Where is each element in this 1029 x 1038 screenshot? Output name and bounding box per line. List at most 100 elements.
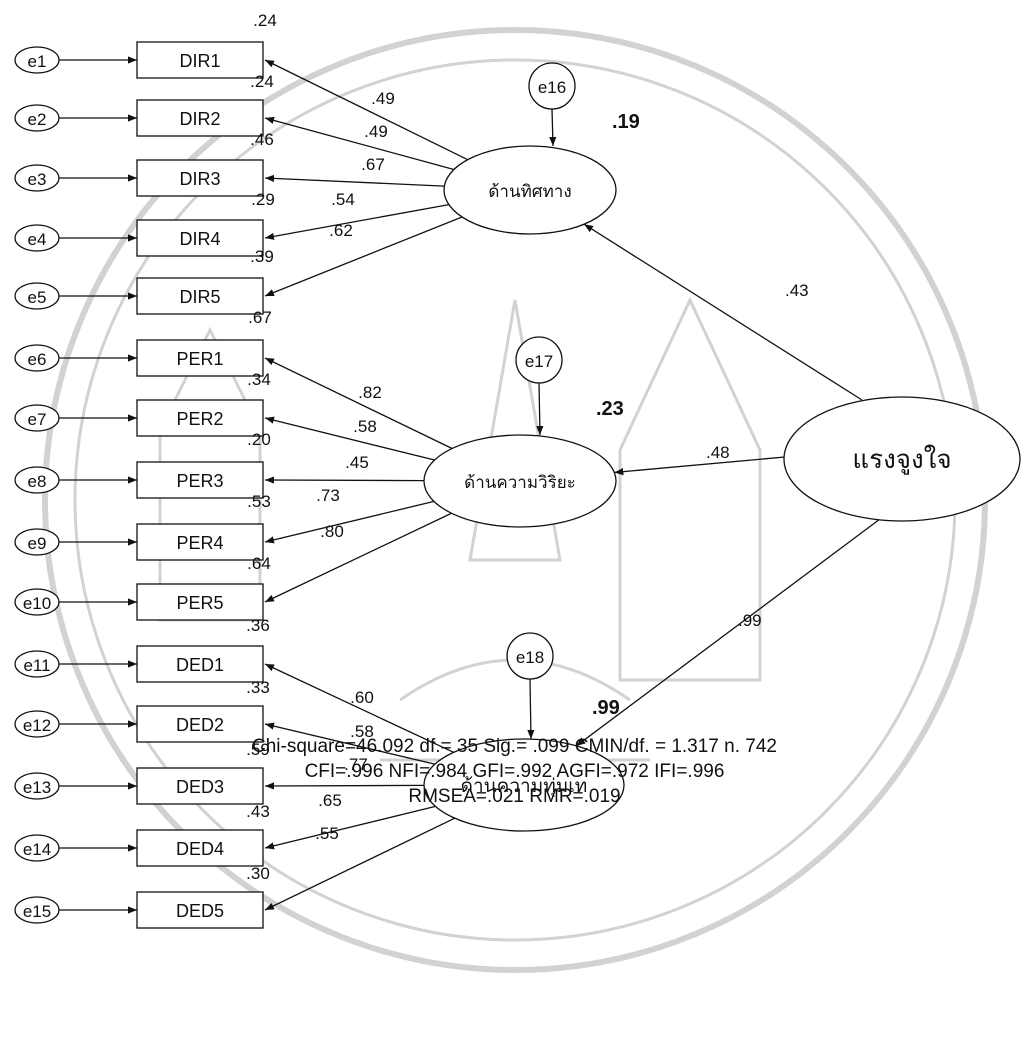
error-term-e13 <box>14 772 60 800</box>
error-term-e2 <box>14 104 60 132</box>
error-term-e15 <box>14 896 60 924</box>
indicator-r2-dir5: .39 <box>250 247 274 266</box>
error-label-e5: e5 <box>28 288 47 307</box>
indicator-r2-ded1: .36 <box>246 616 270 635</box>
indicator-box-per1 <box>136 339 264 377</box>
indicator-box-dir3 <box>136 159 264 197</box>
factor-r2-2: .23 <box>596 398 624 420</box>
indicator-box-per4 <box>136 523 264 561</box>
indicator-r2-ded3: .59 <box>246 740 270 759</box>
error-term-e12 <box>14 710 60 738</box>
error-label-e7: e7 <box>28 410 47 429</box>
loading-arrow-per1 <box>264 357 453 450</box>
indicator-label-per4: PER4 <box>176 533 223 553</box>
indicator-r2-dir4: .29 <box>251 190 275 209</box>
loading-label-dir4: .54 <box>331 190 355 209</box>
indicator-r2-ded5: .30 <box>246 864 270 883</box>
indicator-label-ded3: DED3 <box>176 777 224 797</box>
factor-r2-3: .99 <box>592 697 620 719</box>
indicator-label-dir1: DIR1 <box>179 51 220 71</box>
loading-label-ded1: .60 <box>350 688 374 707</box>
error-term-e17 <box>515 336 563 384</box>
factor-ellipse-2 <box>423 434 617 528</box>
indicator-box-dir5 <box>136 277 264 315</box>
fit-statistics-line-1: Chi-square=46.092 df.= 35 Sig.= .099 CMI… <box>252 736 777 757</box>
loading-label-dir5: .62 <box>329 221 353 240</box>
error-term-e5 <box>14 282 60 310</box>
error-label-e15: e15 <box>23 902 51 921</box>
factor-label-2: ด้านความวิริยะ <box>464 473 576 492</box>
loading-arrow-dir1 <box>264 59 468 161</box>
motivation-label: แรงจูงใจ <box>852 444 951 475</box>
error-term-e3 <box>14 164 60 192</box>
loading-arrow-ded1 <box>264 663 454 753</box>
indicator-box-ded4 <box>136 829 264 867</box>
indicator-r2-dir2: .24 <box>250 72 274 91</box>
loading-label-dir2: .49 <box>364 122 388 141</box>
indicator-r2-per5: .64 <box>247 554 271 573</box>
loading-label-per5: .80 <box>320 522 344 541</box>
indicator-box-dir4 <box>136 219 264 257</box>
error-term-e6 <box>14 344 60 372</box>
indicator-label-dir4: DIR4 <box>179 229 220 249</box>
structural-coef-3: .99 <box>738 611 762 630</box>
error-term-e9 <box>14 528 60 556</box>
indicator-r2-dir1: .24 <box>253 11 277 30</box>
error-label-e9: e9 <box>28 534 47 553</box>
indicator-r2-per3: .20 <box>247 430 271 449</box>
loading-arrow-per3 <box>264 476 425 484</box>
error-term-e14 <box>14 834 60 862</box>
structural-arrow-1 <box>583 223 863 401</box>
fit-statistics-line-3: RMSEA=.021 RMR=.019 <box>408 786 621 807</box>
error-label-e1: e1 <box>28 52 47 71</box>
loading-arrow-ded5 <box>264 817 456 911</box>
error-label-e3: e3 <box>28 170 47 189</box>
loading-arrow-dir3 <box>264 174 445 187</box>
structural-coef-2: .48 <box>706 443 730 462</box>
loading-arrow-per2 <box>264 416 435 461</box>
indicator-box-ded5 <box>136 891 264 929</box>
loading-arrow-per5 <box>264 512 452 603</box>
indicator-r2-ded2: .33 <box>246 678 270 697</box>
indicator-label-ded4: DED4 <box>176 839 224 859</box>
error-label-e2: e2 <box>28 110 47 129</box>
factor-label-1: ด้านทิศทาง <box>488 182 571 201</box>
loading-label-per3: .45 <box>345 453 369 472</box>
indicator-box-ded2 <box>136 705 264 743</box>
error-label-e11: e11 <box>23 656 50 675</box>
loading-label-dir1: .49 <box>371 89 395 108</box>
loading-arrow-dir4 <box>264 203 449 240</box>
error-label-e13: e13 <box>23 778 51 797</box>
loading-arrow-dir2 <box>264 116 455 171</box>
loading-label-per4: .73 <box>316 486 340 505</box>
loading-arrow-ded4 <box>264 805 436 850</box>
error-label-e8: e8 <box>28 472 47 491</box>
indicator-r2-dir3: .46 <box>250 130 274 149</box>
structural-arrow-2 <box>614 455 797 476</box>
loading-label-ded3: .77 <box>344 755 368 774</box>
error-term-e18 <box>506 632 554 680</box>
error-term-e16 <box>528 62 576 110</box>
indicator-r2-per2: .34 <box>247 370 271 389</box>
error-arrow-e16 <box>549 108 557 147</box>
indicator-label-ded5: DED5 <box>176 901 224 921</box>
indicator-box-dir1 <box>136 41 264 79</box>
loading-arrow-dir5 <box>264 216 463 297</box>
indicator-box-ded3 <box>136 767 264 805</box>
indicator-box-ded1 <box>136 645 264 683</box>
factor-label-3: ด้านความทุ่มเท <box>461 776 588 798</box>
loading-label-per2: .58 <box>353 417 377 436</box>
indicator-label-dir2: DIR2 <box>179 109 220 129</box>
loading-label-per1: .82 <box>358 383 382 402</box>
error-term-e8 <box>14 466 60 494</box>
error-arrow-e17 <box>536 382 544 436</box>
indicator-label-per1: PER1 <box>176 349 223 369</box>
factor-ellipse-3 <box>423 738 625 832</box>
loading-label-ded5: .55 <box>315 824 339 843</box>
indicator-box-per5 <box>136 583 264 621</box>
indicator-label-ded2: DED2 <box>176 715 224 735</box>
indicator-label-per5: PER5 <box>176 593 223 613</box>
indicator-r2-per1: .67 <box>248 308 272 327</box>
